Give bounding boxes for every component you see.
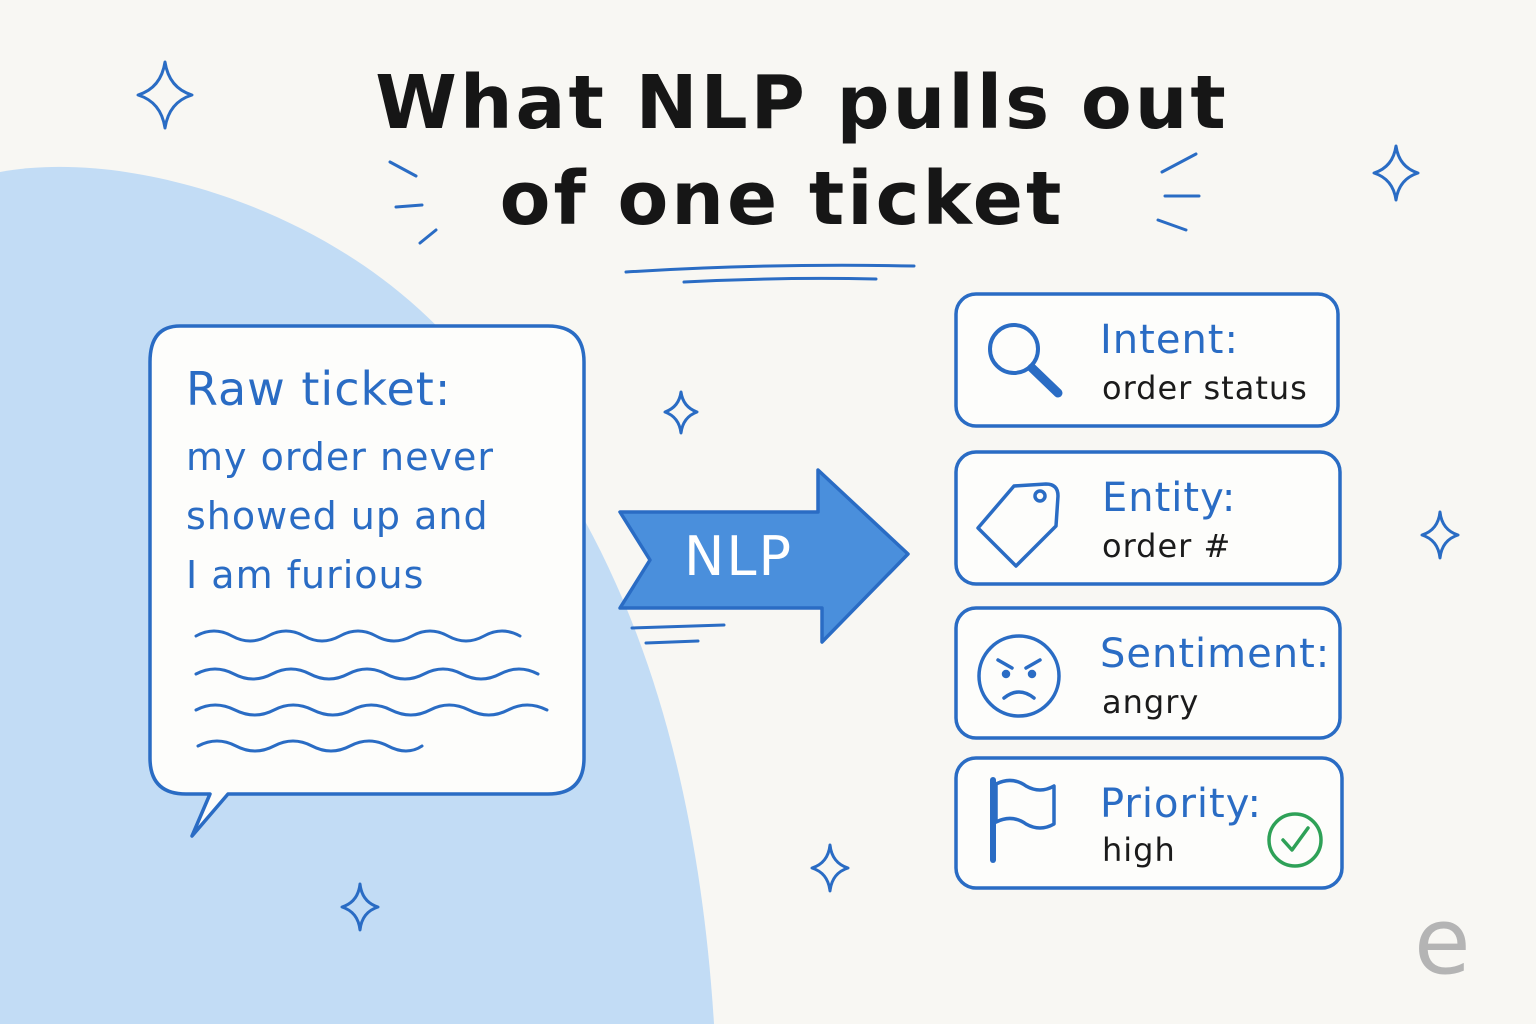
emphasis-dash — [1160, 152, 1198, 174]
emphasis-dash — [394, 203, 424, 209]
emphasis-dash — [1156, 218, 1188, 232]
sentiment-value: angry — [1102, 683, 1200, 721]
motion-line — [630, 623, 726, 630]
sparkle-icon — [340, 882, 380, 932]
text-squiggle — [194, 629, 522, 643]
nlp-arrow — [618, 468, 910, 644]
sparkle-icon — [663, 390, 699, 435]
emphasis-dash — [418, 228, 438, 245]
intent-value: order status — [1102, 369, 1308, 407]
sentiment-label: Sentiment: — [1100, 631, 1331, 677]
brand-logo: e — [1414, 888, 1471, 995]
speech-bubble — [148, 324, 586, 838]
nlp-arrow-label: NLP — [684, 525, 794, 588]
raw-ticket-line: I am furious — [186, 553, 425, 597]
check-circle-icon — [1267, 812, 1323, 868]
result-card-intent — [954, 292, 1340, 428]
motion-line — [644, 639, 700, 645]
title-line-1: What NLP pulls out — [375, 60, 1229, 146]
priority-value: high — [1102, 831, 1176, 869]
emphasis-dash — [388, 160, 418, 178]
title-line-2: of one ticket — [499, 156, 1065, 242]
text-squiggle — [194, 703, 549, 717]
raw-ticket-line: my order never — [186, 435, 494, 479]
entity-label: Entity: — [1102, 475, 1237, 521]
sparkle-icon — [1372, 144, 1420, 202]
title-underline — [682, 276, 878, 284]
text-squiggle — [194, 667, 540, 681]
sparkle-icon — [136, 60, 194, 130]
priority-label: Priority: — [1100, 781, 1262, 827]
entity-value: order # — [1102, 527, 1232, 565]
magnifier-icon — [988, 323, 1063, 398]
tag-icon — [976, 482, 1060, 568]
result-card-sentiment — [954, 606, 1342, 740]
text-squiggle — [196, 739, 424, 753]
raw-ticket-heading: Raw ticket: — [186, 362, 452, 416]
sparkle-icon — [810, 843, 850, 893]
angry-face-icon — [977, 634, 1061, 718]
intent-label: Intent: — [1100, 317, 1239, 363]
flag-icon — [990, 777, 1056, 863]
title-underline — [624, 263, 916, 274]
sparkle-icon — [1420, 510, 1460, 560]
raw-ticket-line: showed up and — [186, 494, 489, 538]
